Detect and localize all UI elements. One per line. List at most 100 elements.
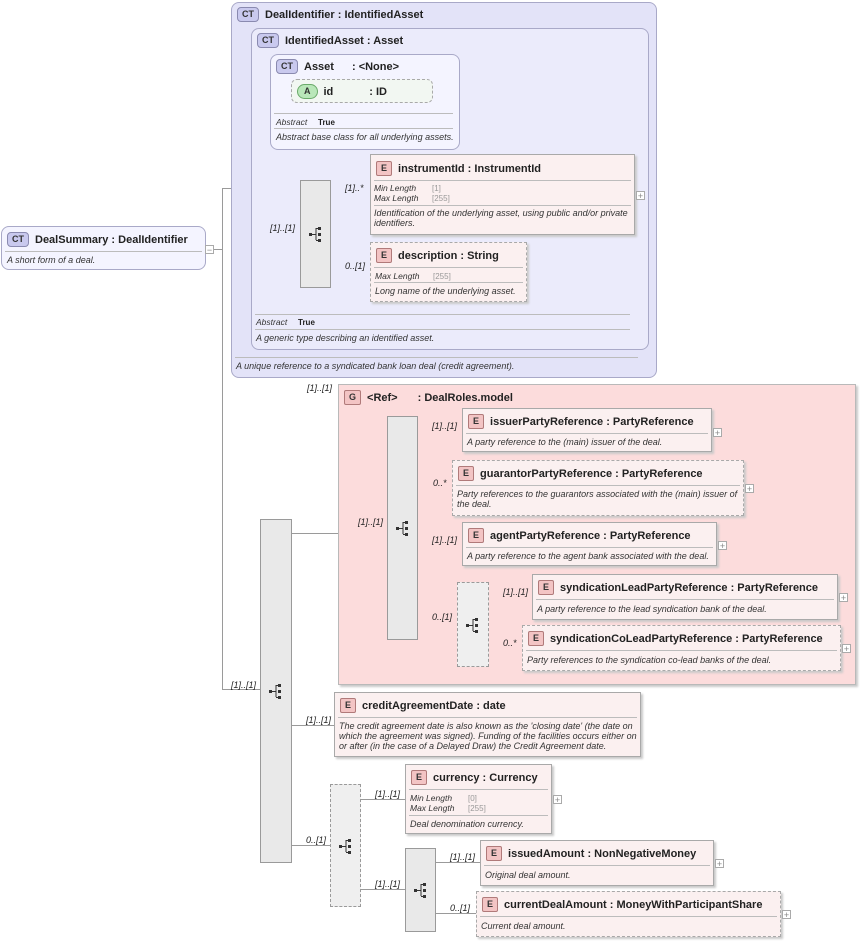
min-length-label: Min Length (374, 183, 417, 193)
abstract-value: True (298, 318, 315, 327)
amount-sequence-compositor (330, 784, 361, 907)
expand-icon[interactable]: + (782, 910, 791, 920)
sequence-icon (308, 227, 321, 242)
id-attribute-type: : ID (369, 85, 388, 98)
complex-type-icon: CT (7, 232, 29, 247)
element-icon: E (528, 631, 545, 646)
collapse-icon[interactable]: − (205, 245, 214, 255)
max-length-value: [255] (432, 194, 450, 203)
syndication-sequence-cardinality: 0..[1] (432, 612, 453, 622)
connector (222, 188, 232, 189)
main-sequence-cardinality: [1]..[1] (231, 680, 257, 690)
expand-icon[interactable]: + (636, 191, 645, 201)
main-sequence-compositor (260, 519, 292, 863)
deal-roles-cardinality: [1]..[1] (307, 383, 333, 393)
deal-roles-ref: <Ref> (367, 391, 398, 404)
currency-cardinality: [1]..[1] (375, 789, 401, 799)
divider (466, 433, 708, 434)
agent-title: agentPartyReference : PartyReference (490, 529, 691, 542)
guarantor-doc: Party references to the guarantors assoc… (457, 489, 738, 509)
element-icon: E (458, 466, 475, 481)
deal-identifier-doc: A unique reference to a syndicated bank … (236, 361, 515, 371)
element-icon: E (468, 528, 485, 543)
sequence-icon (413, 883, 426, 898)
expand-icon[interactable]: + (553, 795, 562, 805)
issued-amount-title: issuedAmount : NonNegativeMoney (508, 847, 697, 860)
instrument-id-title: instrumentId : InstrumentId (398, 162, 542, 175)
sequence-compositor (300, 180, 331, 288)
max-length-value: [255] (468, 804, 486, 813)
element-icon: E (482, 897, 499, 912)
divider (374, 282, 523, 283)
min-length-value: [1] (432, 184, 441, 193)
abstract-value: True (318, 118, 335, 127)
issued-amount-doc: Original deal amount. (485, 870, 571, 880)
syndication-lead-doc: A party reference to the lead syndicatio… (537, 604, 767, 614)
agent-cardinality: [1]..[1] (432, 535, 458, 545)
expand-icon[interactable]: + (715, 859, 724, 869)
agent-doc: A party reference to the agent bank asso… (467, 551, 709, 561)
divider (338, 717, 637, 718)
element-icon: E (376, 161, 393, 176)
credit-agreement-date-cardinality: [1]..[1] (306, 715, 332, 725)
connector (359, 889, 405, 890)
description-cardinality: 0..[1] (345, 261, 366, 271)
expand-icon[interactable]: + (713, 428, 722, 438)
deal-summary-title: DealSummary : DealIdentifier (35, 233, 188, 246)
syndication-sequence-compositor (457, 582, 489, 667)
syndication-colead-cardinality: 0..* (503, 638, 517, 648)
currency-title: currency : Currency (433, 771, 538, 784)
divider (456, 485, 740, 486)
expand-icon[interactable]: + (839, 593, 848, 603)
issuer-doc: A party reference to the (main) issuer o… (467, 437, 663, 447)
group-icon: G (344, 390, 362, 405)
divider (274, 113, 453, 114)
identified-asset-doc: A generic type describing an identified … (256, 333, 435, 343)
max-length-value: [255] (433, 272, 451, 281)
abstract-label: Abstract (256, 317, 288, 327)
divider (526, 650, 837, 651)
divider (466, 547, 713, 548)
expand-icon[interactable]: + (745, 484, 754, 494)
complex-type-icon: CT (257, 33, 279, 48)
syndication-colead-title: syndicationCoLeadPartyReference : PartyR… (550, 632, 823, 645)
sequence-icon (269, 684, 281, 699)
connector (290, 533, 338, 534)
max-length-label: Max Length (410, 803, 455, 813)
expand-icon[interactable]: + (842, 644, 851, 654)
credit-agreement-date-title: creditAgreementDate : date (362, 699, 506, 712)
element-icon: E (538, 580, 555, 595)
connector (290, 725, 334, 726)
expand-icon[interactable]: + (718, 541, 727, 551)
sequence-icon (466, 617, 478, 633)
amount-inner-sequence-cardinality: [1]..[1] (375, 879, 401, 889)
asset-title: Asset (304, 60, 334, 73)
connector (222, 689, 260, 690)
divider (484, 865, 710, 866)
asset-sequence-cardinality: [1]..[1] (270, 223, 296, 233)
connector (222, 188, 223, 690)
current-deal-amount-cardinality: 0..[1] (450, 903, 471, 913)
divider (255, 329, 630, 330)
abstract-label: Abstract (276, 117, 308, 127)
attribute-icon: A (297, 84, 318, 99)
divider (374, 267, 523, 268)
element-icon: E (376, 248, 393, 263)
element-icon: E (340, 698, 357, 713)
current-deal-amount-doc: Current deal amount. (481, 921, 566, 931)
identified-asset-title: IdentifiedAsset : Asset (285, 34, 404, 47)
divider (255, 314, 630, 315)
